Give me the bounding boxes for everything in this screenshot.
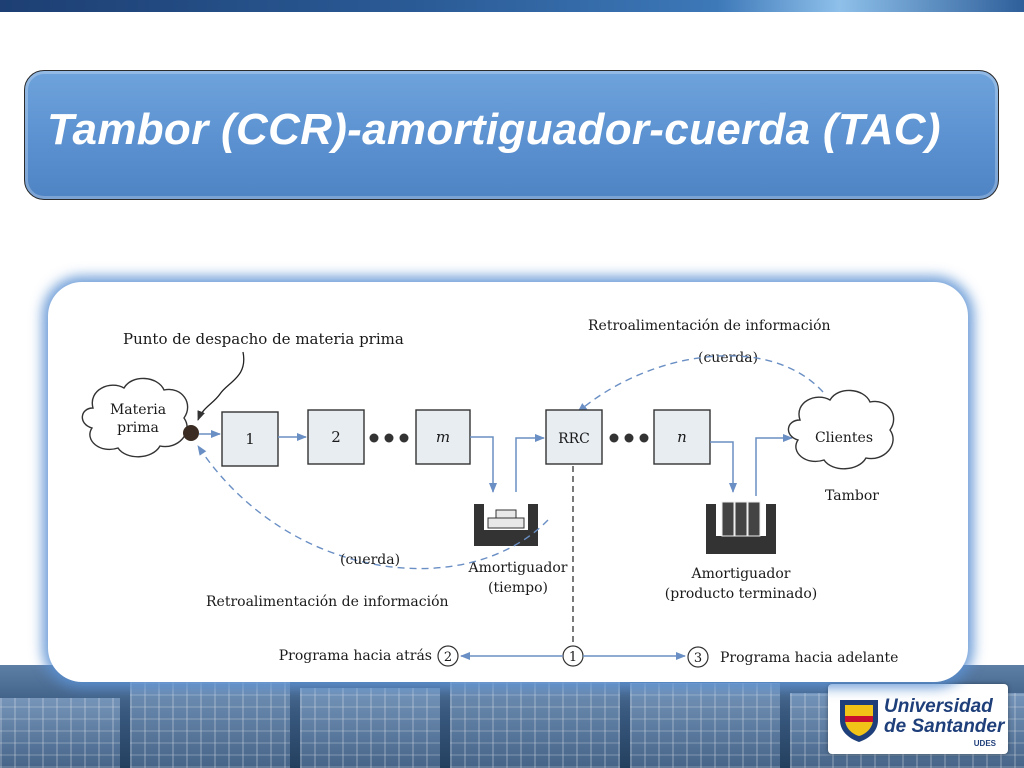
ellipsis-dot <box>399 433 409 443</box>
schedule-forward-label: Programa hacia adelante <box>720 650 898 666</box>
finished-buffer-item <box>747 501 761 537</box>
station-2-box <box>307 409 365 465</box>
flow-arrow <box>470 436 497 493</box>
raw-material-label-line1: Materia <box>110 402 166 418</box>
dbr-diagram: Punto de despacho de materia prima Retro… <box>81 318 898 668</box>
schedule-marker-2-label: 2 <box>444 650 452 665</box>
ellipsis-dot <box>369 433 379 443</box>
ellipsis-dot <box>384 433 394 443</box>
customers-label: Clientes <box>815 430 873 446</box>
title-banner: Tambor (CCR)-amortiguador-cuerda (TAC) <box>24 70 999 200</box>
station-m-label: m <box>436 428 450 446</box>
logo-subtext: UDES <box>973 739 996 748</box>
dbr-diagram-frame: Punto de despacho de materia prima Retro… <box>48 282 968 682</box>
raw-material-label-line2: prima <box>117 420 159 436</box>
schedule-marker-3-label: 3 <box>694 651 702 666</box>
drum-label: Tambor <box>825 488 879 504</box>
station-n-box <box>653 409 711 465</box>
building-shape <box>300 688 440 768</box>
schedule-back-label: Programa hacia atrás <box>279 648 432 664</box>
flow-arrow <box>755 434 793 496</box>
flow-arrow <box>710 441 737 493</box>
ellipsis-dot <box>624 433 634 443</box>
ellipsis-dot <box>639 433 649 443</box>
dispatch-point-label: Punto de despacho de materia prima <box>123 330 404 348</box>
rope-top-arrow <box>577 355 824 413</box>
building-shape <box>130 673 290 768</box>
time-buffer-icon <box>474 504 538 546</box>
dispatch-point-dot <box>183 425 199 441</box>
logo-text-line1: Universidad <box>884 696 993 717</box>
building-shape <box>450 668 620 768</box>
slide-title: Tambor (CCR)-amortiguador-cuerda (TAC) <box>47 105 941 154</box>
rope-bottom-label: (cuerda) <box>340 552 400 568</box>
finished-buffer-item <box>734 501 748 537</box>
station-2-label: 2 <box>331 428 341 446</box>
rope-top-label: (cuerda) <box>698 350 758 366</box>
feedback-top-label: Retroalimentación de información <box>588 318 831 334</box>
rope-bottom-arrow <box>197 445 549 570</box>
university-logo: Universidad de Santander UDES <box>828 684 1008 754</box>
station-1-box <box>221 411 279 467</box>
finished-buffer-item <box>721 501 735 537</box>
time-buffer-label-line2: (tiempo) <box>488 580 548 596</box>
raw-material-cloud <box>81 377 189 458</box>
finished-buffer-label-line2: (producto terminado) <box>665 586 817 602</box>
time-buffer-label-line1: Amortiguador <box>467 560 567 576</box>
finished-buffer-icon <box>706 504 776 554</box>
customers-cloud <box>787 389 895 470</box>
building-shape <box>0 698 120 768</box>
shield-icon <box>840 700 878 742</box>
campus-photo-band <box>0 665 1024 768</box>
ellipsis-dot <box>609 433 619 443</box>
finished-buffer-label-line1: Amortiguador <box>690 566 790 582</box>
building-shape <box>630 683 780 768</box>
rrc-label: RRC <box>558 431 590 447</box>
schedule-marker-2 <box>437 645 459 667</box>
logo-text-line2: de Santander <box>884 716 1005 737</box>
dispatch-pointer-line <box>197 351 245 421</box>
schedule-marker-3 <box>687 646 709 668</box>
station-m-box <box>415 409 471 465</box>
station-1-label: 1 <box>245 430 255 448</box>
rrc-station-box <box>545 409 603 465</box>
time-buffer-item <box>495 509 517 519</box>
station-n-label: n <box>677 428 687 446</box>
time-buffer-item <box>487 517 525 529</box>
flow-arrow <box>515 434 545 492</box>
top-decorative-strip <box>0 0 1024 12</box>
feedback-bottom-label: Retroalimentación de información <box>206 594 449 610</box>
schedule-marker-1-label: 1 <box>569 650 577 665</box>
